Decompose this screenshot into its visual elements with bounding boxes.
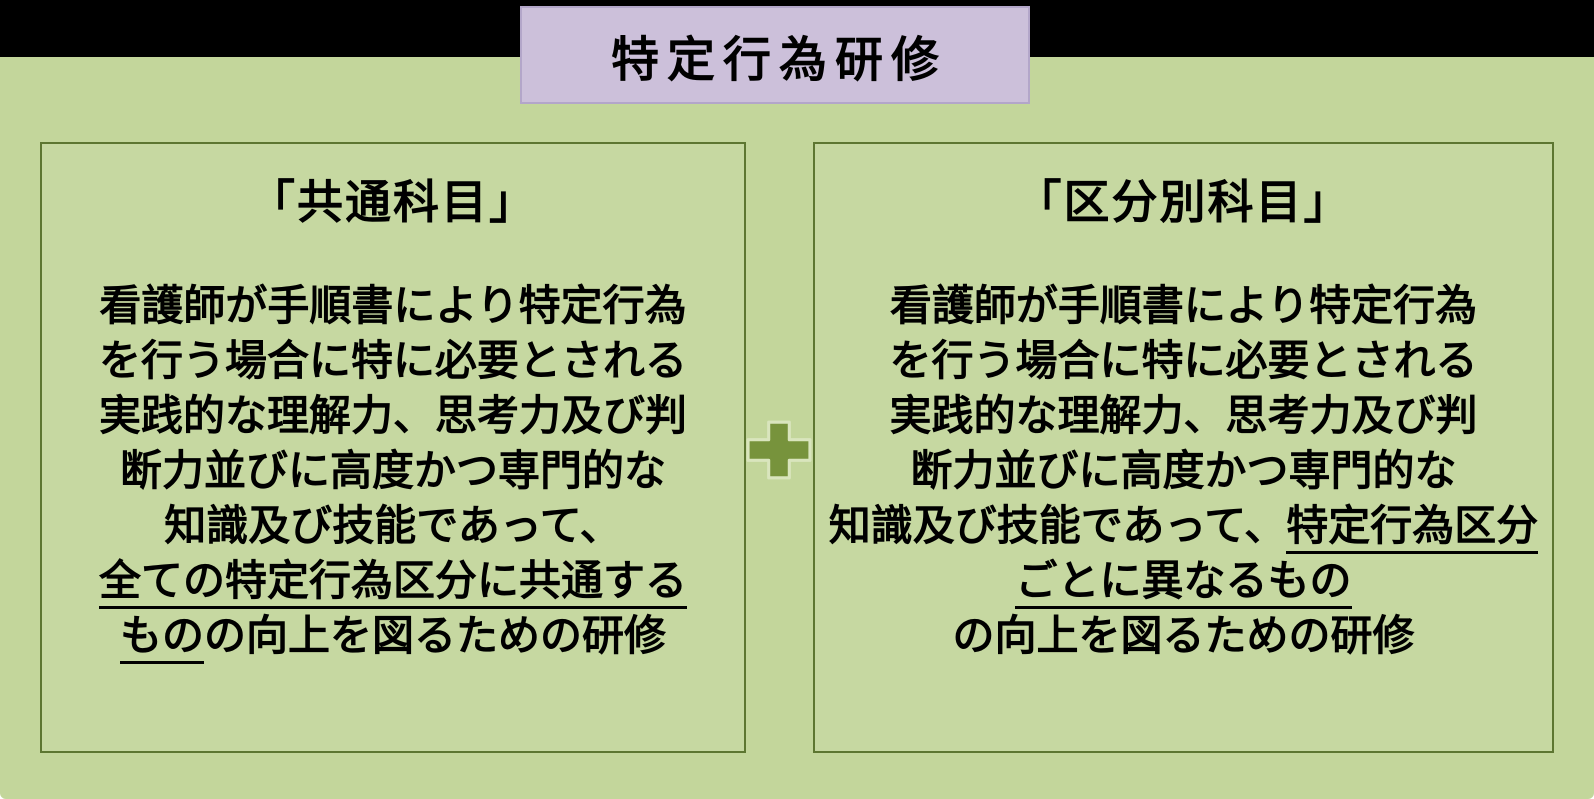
category-subjects-underlined-text: 特定行為区分ごとに異なるもの (1015, 502, 1539, 610)
common-subjects-outro: の向上を図るための研修 (204, 612, 667, 660)
plus-icon (746, 420, 812, 480)
category-subjects-description: 看護師が手順書により特定行為 を行う場合に特に必要とされる 実践的な理解力、思考… (815, 278, 1552, 663)
category-subjects-intro: 看護師が手順書により特定行為 を行う場合に特に必要とされる 実践的な理解力、思考… (828, 282, 1478, 550)
title-banner: 特定行為研修 (520, 6, 1030, 104)
category-subjects-box: 「区分別科目」 看護師が手順書により特定行為 を行う場合に特に必要とされる 実践… (813, 142, 1554, 753)
category-subjects-heading: 「区分別科目」 (1015, 176, 1352, 228)
page-title: 特定行為研修 (610, 34, 947, 87)
common-subjects-underlined-text: 全ての特定行為区分に共通する もの (98, 557, 687, 665)
category-subjects-outro: の向上を図るための研修 (952, 612, 1415, 660)
common-subjects-box: 「共通科目」 看護師が手順書により特定行為 を行う場合に特に必要とされる 実践的… (40, 142, 746, 753)
common-subjects-description: 看護師が手順書により特定行為 を行う場合に特に必要とされる 実践的な理解力、思考… (42, 278, 744, 665)
common-subjects-intro: 看護師が手順書により特定行為 を行う場合に特に必要とされる 実践的な理解力、思考… (98, 282, 687, 550)
common-subjects-heading: 「共通科目」 (249, 176, 537, 228)
